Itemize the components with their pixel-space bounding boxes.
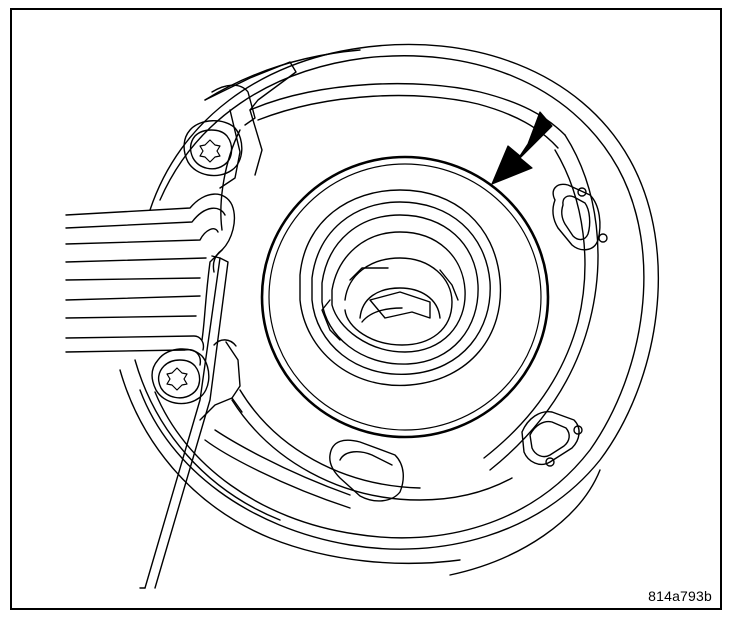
bottom-lip — [329, 439, 404, 502]
filler-neck — [299, 189, 502, 387]
housing-outer-arcs — [119, 43, 659, 576]
callout-arrow — [491, 111, 553, 185]
right-upper-tab — [552, 183, 608, 251]
right-lower-tab — [521, 411, 583, 467]
hose-assembly — [65, 193, 236, 366]
upper-screw — [183, 120, 243, 177]
housing-plate — [220, 82, 599, 501]
top-bracket — [204, 61, 297, 189]
lower-left-arm — [199, 339, 351, 509]
seal-ring — [260, 155, 550, 439]
pry-tool — [139, 255, 229, 589]
figure-frame — [10, 8, 722, 610]
figure-id-label: 814a793b — [648, 588, 712, 604]
